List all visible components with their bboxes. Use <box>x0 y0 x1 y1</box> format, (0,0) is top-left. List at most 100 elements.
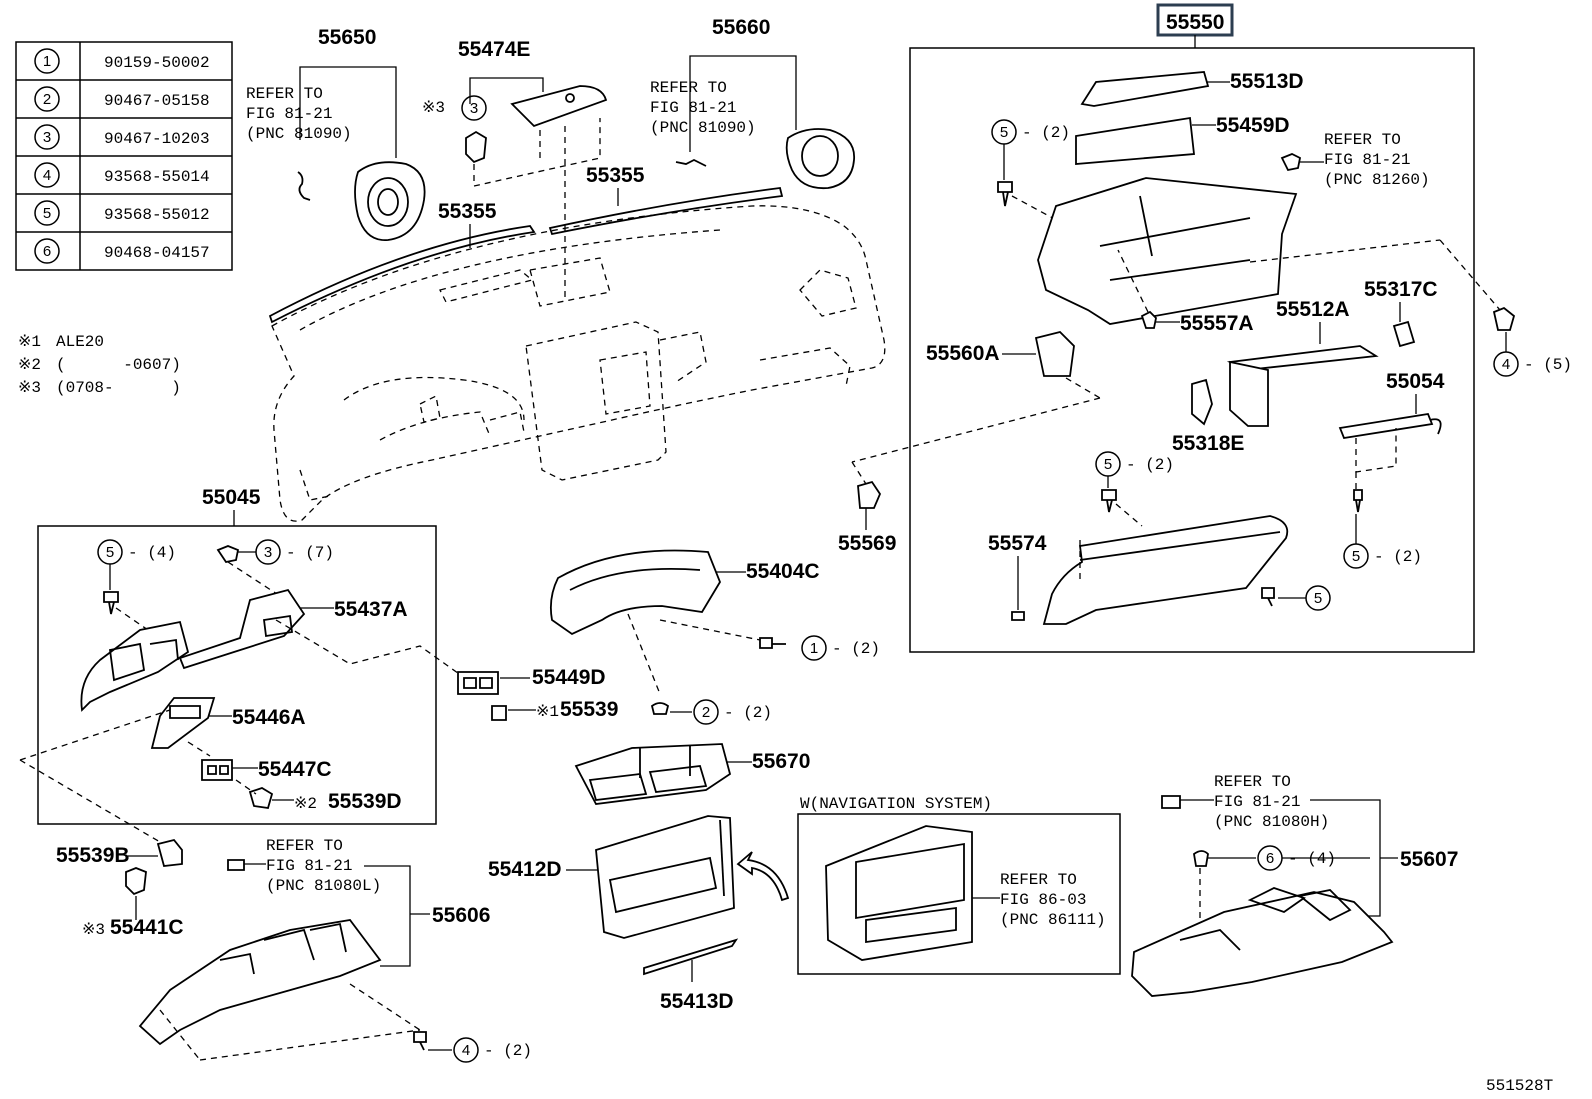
part-55650-group: 55650 REFER TO FIG 81-21 (PNC 81090) <box>246 26 426 241</box>
part-label-55474E: 55474E <box>458 38 530 61</box>
part-label-55054: 55054 <box>1386 370 1445 393</box>
part-55607-group: REFER TO FIG 81-21 (PNC 81080H) 55607 6 … <box>1131 773 1458 997</box>
note-3-text: (0708- ) <box>56 379 181 397</box>
ref-line: FIG 81-21 <box>1214 793 1300 811</box>
part-label-55650: 55650 <box>318 26 376 49</box>
center-cluster-group: 55670 55412D 55413D <box>488 743 810 1013</box>
ref-line: REFER TO <box>650 79 727 97</box>
fastener-table: 1 90159-50002 2 90467-05158 3 90467-1020… <box>15 41 233 271</box>
ref-line: REFER TO <box>1214 773 1291 791</box>
callout-circle-4: 4 <box>1502 356 1510 373</box>
part-label-55574: 55574 <box>988 532 1047 555</box>
callout-circle-5: 5 <box>1314 590 1322 607</box>
part-55660-group: 55660 REFER TO FIG 81-21 (PNC 81090) <box>650 16 855 190</box>
row-number: 1 <box>43 53 51 70</box>
table-row: 4 93568-55014 <box>34 162 210 188</box>
row-part-number: 90467-10203 <box>104 130 210 148</box>
row-number: 3 <box>43 129 51 146</box>
ref-line: (PNC 81080H) <box>1214 813 1329 831</box>
row-part-number: 93568-55014 <box>104 168 210 186</box>
part-label-55539B: 55539B <box>56 844 130 867</box>
callout-qty: - (2) <box>832 640 880 658</box>
row-number: 6 <box>43 243 51 260</box>
part-55449D-group: 55449D ※1 55539 <box>457 666 618 721</box>
ref-line: (PNC 86111) <box>1000 911 1106 929</box>
ref-note-4: REFER TO FIG 81-21 (PNC 81080L) <box>266 837 381 895</box>
row-number: 5 <box>43 205 51 222</box>
row-part-number: 90159-50002 <box>104 54 210 72</box>
ref-line: REFER TO <box>1000 871 1077 889</box>
callout-qty: - (2) <box>1126 456 1174 474</box>
assembly-number: 55550 <box>1166 11 1224 34</box>
callout-circle-3: 3 <box>264 544 272 561</box>
callout-qty: - (5) <box>1524 356 1572 374</box>
part-label-55560A: 55560A <box>926 342 1000 365</box>
ref-line: FIG 81-21 <box>650 99 736 117</box>
note-2-mark: ※2 <box>18 356 41 374</box>
diagram-code: 551528T <box>1486 1077 1553 1095</box>
mark-2: ※2 <box>294 795 317 813</box>
row-number: 4 <box>43 167 51 184</box>
assembly-55550: 55550 55513D 55459D REFER TO FIG 81-21 (… <box>851 3 1572 653</box>
ref-line: FIG 81-21 <box>1324 151 1410 169</box>
callout-qty: - (2) <box>1022 124 1070 142</box>
ref-line: FIG 86-03 <box>1000 891 1086 909</box>
callout-circle-5: 5 <box>106 544 114 561</box>
part-label-55670: 55670 <box>752 750 810 773</box>
instrument-panel <box>271 205 886 522</box>
ref-line: (PNC 81080L) <box>266 877 381 895</box>
ref-note-6: REFER TO FIG 86-03 (PNC 86111) <box>1000 871 1106 929</box>
part-55606-group: REFER TO FIG 81-21 (PNC 81080L) 55606 4 … <box>138 837 532 1063</box>
part-55355-group: 55355 55355 <box>268 164 784 324</box>
note-3-mark: ※3 <box>18 379 41 397</box>
part-label-55606: 55606 <box>432 904 490 927</box>
part-label-55449D: 55449D <box>532 666 606 689</box>
ref-line: (PNC 81090) <box>650 119 756 137</box>
table-row: 2 90467-05158 <box>34 86 210 112</box>
part-label-55355: 55355 <box>438 200 497 223</box>
ref-note-2: REFER TO FIG 81-21 (PNC 81090) <box>650 79 756 137</box>
ref-line: REFER TO <box>246 85 323 103</box>
part-label-55412D: 55412D <box>488 858 562 881</box>
part-label-55459D: 55459D <box>1216 114 1290 137</box>
part-label-55447C: 55447C <box>258 758 332 781</box>
part-label-55045: 55045 <box>202 486 261 509</box>
callout-circle-5: 5 <box>1104 456 1112 473</box>
mark-3: ※3 <box>422 99 445 117</box>
callout-circle-5: 5 <box>1000 124 1008 141</box>
note-1-text: ALE20 <box>56 333 104 351</box>
callout-circle-2: 2 <box>702 704 710 721</box>
row-part-number: 90467-05158 <box>104 92 210 110</box>
part-label-55441C: 55441C <box>110 916 184 939</box>
part-label-55607: 55607 <box>1400 848 1458 871</box>
part-55539B-group: 55539B ※3 55441C <box>56 838 184 939</box>
ref-note-5: REFER TO FIG 81-21 (PNC 81080H) <box>1214 773 1329 831</box>
ref-line: (PNC 81260) <box>1324 171 1430 189</box>
callout-qty: - (4) <box>1288 850 1336 868</box>
callout-qty: - (7) <box>286 544 334 562</box>
part-label-55437A: 55437A <box>334 598 408 621</box>
part-label-55317C: 55317C <box>1364 278 1438 301</box>
table-row: 6 90468-04157 <box>34 238 210 264</box>
callout-circle-1: 1 <box>810 640 818 657</box>
row-number: 2 <box>43 91 51 108</box>
table-row: 5 93568-55012 <box>34 200 210 226</box>
part-label-55660: 55660 <box>712 16 770 39</box>
table-row: 3 90467-10203 <box>34 124 210 150</box>
part-label-55413D: 55413D <box>660 990 734 1013</box>
part-label-55539D: 55539D <box>328 790 402 813</box>
notes: ※1 ALE20 ※2 ( -0607) ※3 (0708- ) <box>18 333 181 397</box>
part-55474E-group: 55474E ※3 3 <box>422 38 608 300</box>
ref-line: (PNC 81090) <box>246 125 352 143</box>
part-label-55446A: 55446A <box>232 706 306 729</box>
callout-qty: - (2) <box>1374 548 1422 566</box>
ref-note-3: REFER TO FIG 81-21 (PNC 81260) <box>1324 131 1430 189</box>
callout-circle-6: 6 <box>1266 850 1274 867</box>
navigation-system-box: W(NAVIGATION SYSTEM) REFER TO FIG 86-03 … <box>797 795 1121 975</box>
part-label-55355: 55355 <box>586 164 645 187</box>
callout-circle-4: 4 <box>462 1042 470 1059</box>
part-label-55569: 55569 <box>838 532 896 555</box>
callout-circle-5: 5 <box>1352 548 1360 565</box>
part-label-55513D: 55513D <box>1230 70 1304 93</box>
note-1-mark: ※1 <box>18 333 41 351</box>
